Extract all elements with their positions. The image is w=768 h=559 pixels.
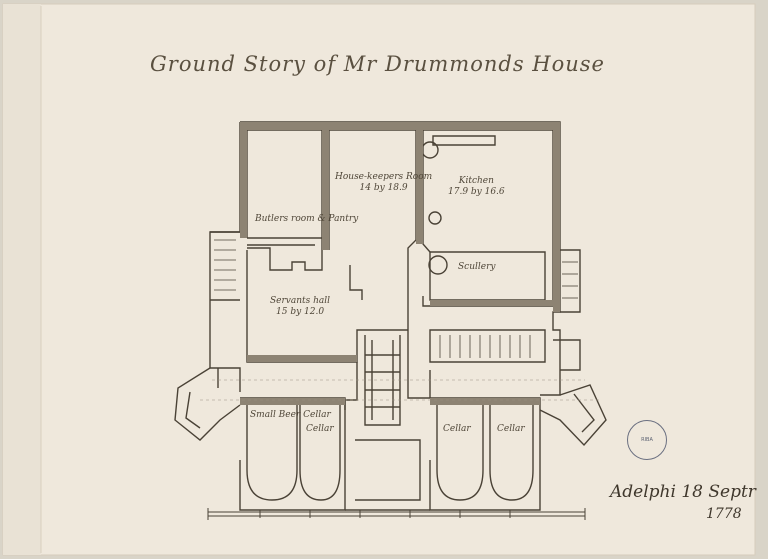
library-stamp: RIBA: [627, 420, 667, 460]
room-label-housekeepers: House-keepers Room 14 by 18.9: [335, 172, 432, 194]
signature-year: 1778: [706, 506, 742, 522]
room-label-servants-hall: Servants hall 15 by 12.0: [270, 296, 330, 318]
construction-lines: [200, 379, 600, 401]
room-size: 17.9 by 16.6: [448, 187, 505, 197]
room-size: 15 by 12.0: [276, 307, 325, 317]
stamp-text: RIBA: [641, 437, 653, 443]
room-name: Kitchen: [458, 176, 494, 186]
room-label-butlers: Butlers room & Pantry: [255, 214, 359, 224]
room-size: 14 by 18.9: [359, 183, 408, 193]
room-label-scullery: Scullery: [458, 262, 496, 272]
room-label-cellar-3: Cellar: [497, 424, 525, 434]
drawing-title: Ground Story of Mr Drummonds House: [150, 52, 605, 76]
room-name: House-keepers Room: [335, 172, 433, 182]
paper-sheet: [2, 3, 756, 556]
room-name: Servants hall: [270, 296, 331, 306]
room-label-small-beer-cellar: Small Beer Cellar: [250, 410, 331, 420]
paper-fold-strip: [3, 4, 41, 555]
wall-poche: [240, 122, 560, 405]
scale-bar: [207, 508, 586, 520]
room-label-cellar-1: Cellar: [306, 424, 334, 434]
room-label-cellar-2: Cellar: [443, 424, 471, 434]
signature-place-date: Adelphi 18 Septr: [610, 482, 756, 502]
stair-treads: [214, 239, 578, 358]
room-label-kitchen: Kitchen 17.9 by 16.6: [448, 176, 505, 198]
